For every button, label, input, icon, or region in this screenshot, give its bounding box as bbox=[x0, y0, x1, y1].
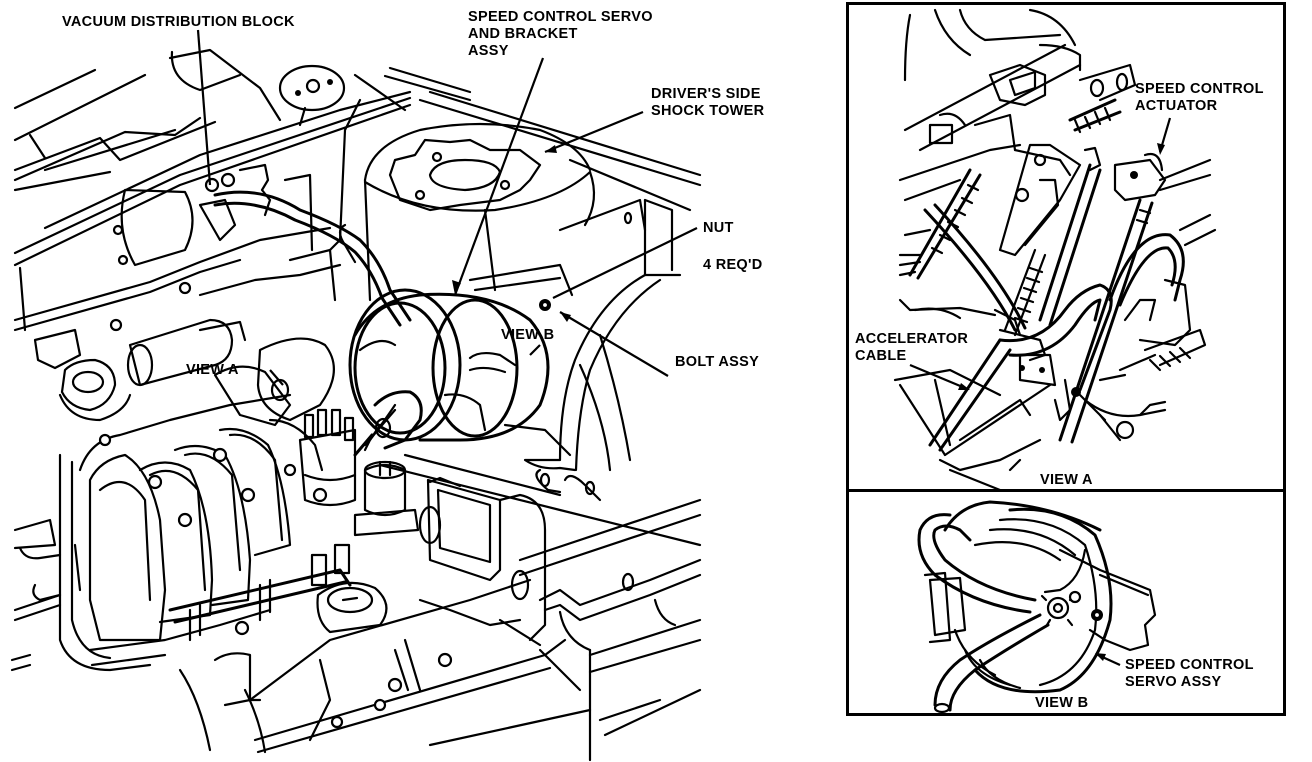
leader-view-b bbox=[529, 344, 541, 356]
callout-vacuum-distribution-block: VACUUM DISTRIBUTION BLOCK bbox=[62, 14, 295, 30]
view-b-inset-drawing bbox=[917, 500, 1157, 714]
callout-nut: NUT bbox=[703, 220, 734, 236]
speed-control-servo bbox=[348, 263, 574, 457]
view-a-frame bbox=[846, 2, 1286, 492]
engine-block bbox=[33, 163, 342, 427]
view-b-title: VIEW B bbox=[1035, 695, 1089, 711]
view-a-title: VIEW A bbox=[1040, 472, 1093, 488]
leader-bolt bbox=[559, 311, 669, 377]
callout-speed-control-servo-assy: SPEED CONTROL SERVO ASSY bbox=[1125, 657, 1254, 690]
leader-view-a bbox=[269, 369, 284, 386]
main-leader-lines bbox=[196, 29, 698, 386]
leader-vacuum-block bbox=[196, 29, 212, 186]
leader-accelerator-cable bbox=[909, 363, 966, 390]
frame-rail bbox=[378, 423, 702, 762]
callout-accelerator-cable: ACCELERATOR CABLE bbox=[855, 331, 969, 364]
callout-bolt-assy: BOLT ASSY bbox=[675, 354, 760, 370]
callout-speed-control-servo-bracket: SPEED CONTROL SERVO AND BRACKET ASSY bbox=[468, 9, 653, 59]
callout-drivers-side-shock-tower: DRIVER'S SIDE SHOCK TOWER bbox=[651, 86, 765, 119]
leader-nut bbox=[552, 227, 698, 299]
leader-shock-tower bbox=[544, 110, 644, 154]
callout-view-b-reference: VIEW B bbox=[501, 327, 555, 343]
callout-view-a-reference: VIEW A bbox=[186, 362, 239, 378]
callout-nut-quantity: 4 REQ'D bbox=[703, 257, 763, 273]
callout-speed-control-actuator: SPEED CONTROL ACTUATOR bbox=[1135, 81, 1264, 114]
vacuum-hose bbox=[198, 172, 412, 327]
cowl-panel bbox=[13, 48, 472, 332]
shock-tower bbox=[363, 90, 702, 472]
electronic-module bbox=[418, 476, 502, 582]
valve-cover bbox=[178, 493, 567, 754]
intake-manifold bbox=[10, 393, 324, 672]
leader-servo-bracket bbox=[453, 57, 545, 296]
view-a-inset-drawing bbox=[893, 8, 1217, 492]
view-b-frame bbox=[846, 489, 1286, 716]
fuel-rail bbox=[168, 543, 352, 642]
main-engine-view bbox=[10, 29, 702, 762]
